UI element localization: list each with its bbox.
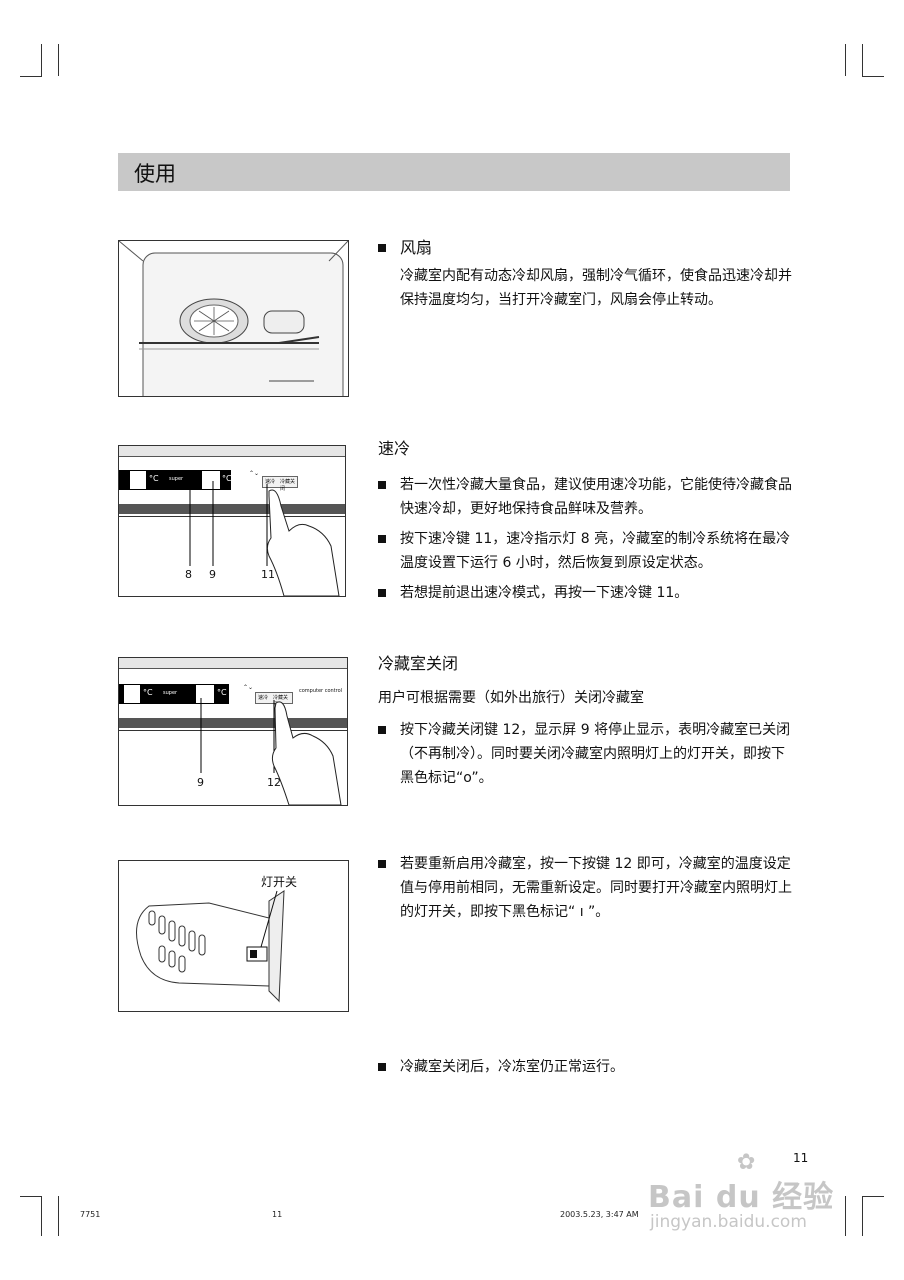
fan-illustration: [118, 240, 349, 397]
quick-cool-panel-illustration: °C super °C ⌃⌄ 速冷 冷藏关闭 8 9 11: [118, 445, 346, 597]
control-label: computer control: [299, 688, 343, 694]
callout-label: 11: [261, 568, 275, 581]
bullet-text: 若要重新启用冷藏室，按一下按键 12 即可，冷藏室的温度设定值与停用前相同，无需…: [400, 856, 792, 920]
crop-mark: [862, 1196, 884, 1197]
bullet-square-icon: [378, 726, 386, 734]
callout-label: 8: [185, 568, 192, 581]
key-label: 速冷: [258, 695, 269, 701]
crop-mark: [41, 1196, 42, 1236]
chevron-icon: ⌃⌄: [243, 684, 254, 691]
watermark-brand: Bai du 经验: [648, 1180, 835, 1215]
bullet-text: 按下冷藏关闭键 12，显示屏 9 将停止显示，表明冷藏室已关闭（不再制冷）。同时…: [400, 722, 791, 786]
super-label: super: [169, 476, 184, 482]
page-number: 11: [793, 1151, 809, 1165]
watermark-url: jingyan.baidu.com: [650, 1212, 807, 1232]
crop-mark: [41, 44, 42, 76]
chevron-icon: ⌃⌄: [249, 470, 260, 477]
bullet-text: 若想提前退出速冷模式，再按一下速冷键 11。: [400, 585, 689, 601]
bullet-text: 冷藏室关闭后，冷冻室仍正常运行。: [400, 1059, 624, 1075]
quick-cool-heading: 速冷: [378, 439, 411, 458]
note-section: 冷藏室关闭后，冷冻室仍正常运行。: [378, 1055, 798, 1079]
crop-mark: [845, 1196, 846, 1236]
fan-body: 冷藏室内配有动态冷却风扇，强制冷气循环，使食品迅速冷却并保持温度均匀，当打开冷藏…: [400, 268, 792, 308]
bullet-square-icon: [378, 535, 386, 543]
restart-section: 若要重新启用冷藏室，按一下按键 12 即可，冷藏室的温度设定值与停用前相同，无需…: [378, 852, 798, 924]
fan-heading-item: 风扇: [378, 236, 798, 260]
crop-mark: [862, 76, 884, 77]
bullet-square-icon: [378, 481, 386, 489]
light-switch-illustration: 灯开关: [118, 860, 349, 1012]
fridge-off-heading: 冷藏室关闭: [378, 654, 459, 673]
section-title: 使用: [134, 162, 176, 186]
fan-heading: 风扇: [400, 238, 433, 257]
unit-label: °C: [143, 688, 153, 697]
crop-mark: [58, 44, 59, 76]
unit-label: °C: [217, 688, 227, 697]
super-label: super: [163, 690, 178, 696]
crop-mark: [862, 1196, 863, 1236]
crop-mark: [58, 1196, 59, 1236]
list-item: 按下速冷键 11，速冷指示灯 8 亮，冷藏室的制冷系统将在最冷温度设置下运行 6…: [378, 527, 798, 575]
light-switch-label: 灯开关: [261, 875, 298, 889]
bullet-square-icon: [378, 1063, 386, 1071]
unit-label: °C: [222, 474, 232, 483]
fridge-off-section: 冷藏室关闭 用户可根据需要（如外出旅行）关闭冷藏室 按下冷藏关闭键 12，显示屏…: [378, 652, 798, 790]
fan-section: 风扇 冷藏室内配有动态冷却风扇，强制冷气循环，使食品迅速冷却并保持温度均匀，当打…: [378, 236, 798, 312]
list-item: 若要重新启用冷藏室，按一下按键 12 即可，冷藏室的温度设定值与停用前相同，无需…: [378, 852, 798, 924]
list-item: 冷藏室关闭后，冷冻室仍正常运行。: [378, 1055, 798, 1079]
crop-mark: [862, 44, 863, 76]
crop-mark: [20, 1196, 42, 1197]
quick-cool-section: 速冷 若一次性冷藏大量食品，建议使用速冷功能，它能使待冷藏食品快速冷却，更好地保…: [378, 437, 798, 605]
key-label: 冷藏关闭: [280, 479, 296, 492]
unit-label: °C: [149, 474, 159, 483]
paw-icon: ✿: [737, 1150, 756, 1175]
footer-right: 2003.5.23, 3:47 AM: [560, 1210, 639, 1219]
bullet-square-icon: [378, 860, 386, 868]
callout-label: 9: [209, 568, 216, 581]
crop-mark: [845, 44, 846, 76]
fridge-off-panel-illustration: °C super °C ⌃⌄ 速冷 冷藏关闭 computer control …: [118, 657, 348, 806]
list-item: 按下冷藏关闭键 12，显示屏 9 将停止显示，表明冷藏室已关闭（不再制冷）。同时…: [378, 718, 798, 790]
section-header: 使用: [118, 153, 790, 191]
callout-label: 9: [197, 776, 204, 789]
key-group: 速冷 冷藏关闭: [262, 476, 298, 492]
key-label: 速冷: [265, 479, 276, 485]
bullet-square-icon: [378, 244, 386, 252]
crop-mark: [20, 76, 42, 77]
callout-label: 12: [267, 776, 281, 789]
footer-left: 7751: [80, 1210, 101, 1219]
bullet-text: 若一次性冷藏大量食品，建议使用速冷功能，它能使待冷藏食品快速冷却，更好地保持食品…: [400, 477, 792, 517]
fridge-off-subheading: 用户可根据需要（如外出旅行）关闭冷藏室: [378, 690, 644, 706]
footer-center: 11: [272, 1210, 283, 1219]
list-item: 若想提前退出速冷模式，再按一下速冷键 11。: [378, 581, 798, 605]
list-item: 若一次性冷藏大量食品，建议使用速冷功能，它能使待冷藏食品快速冷却，更好地保持食品…: [378, 473, 798, 521]
bullet-text: 按下速冷键 11，速冷指示灯 8 亮，冷藏室的制冷系统将在最冷温度设置下运行 6…: [400, 531, 791, 571]
bullet-square-icon: [378, 589, 386, 597]
